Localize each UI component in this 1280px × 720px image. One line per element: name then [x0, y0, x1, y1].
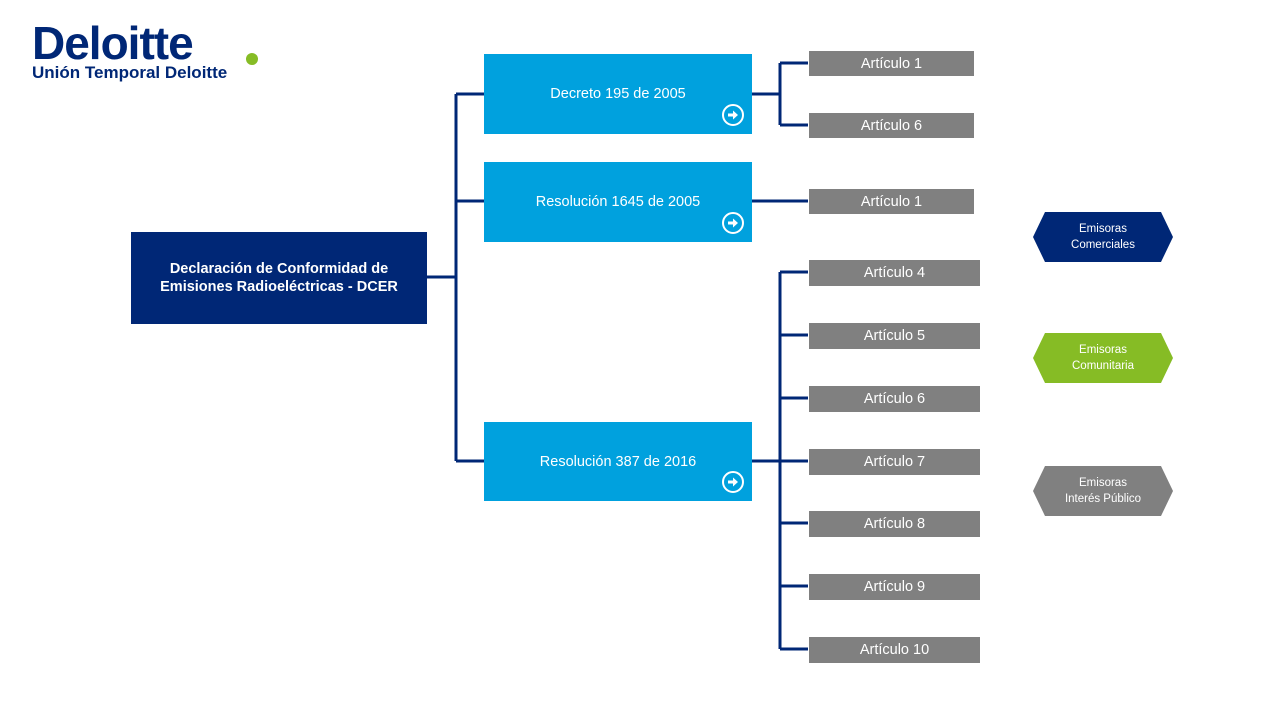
deloitte-logo: Deloitte Unión Temporal Deloitte — [32, 18, 272, 88]
article-node[interactable]: Artículo 1 — [809, 189, 974, 214]
article-label: Artículo 1 — [860, 55, 923, 72]
article-label: Artículo 1 — [860, 193, 923, 210]
article-node[interactable]: Artículo 8 — [809, 511, 980, 537]
regulation-label: Resolución 387 de 2016 — [539, 454, 697, 470]
article-label: Artículo 8 — [863, 516, 926, 532]
regulation-node-resolucion-1645[interactable]: Resolución 1645 de 2005 — [484, 162, 752, 242]
logo-green-dot — [246, 53, 258, 65]
logo-subtitle: Unión Temporal Deloitte — [32, 63, 228, 82]
article-node[interactable]: Artículo 6 — [809, 386, 980, 412]
article-node[interactable]: Artículo 7 — [809, 449, 980, 475]
legend-label-line1: Emisoras — [1079, 477, 1127, 489]
arrow-right-circle-icon[interactable] — [722, 212, 744, 234]
article-label: Artículo 10 — [859, 642, 930, 658]
regulation-node-decreto-195[interactable]: Decreto 195 de 2005 — [484, 54, 752, 134]
article-node[interactable]: Artículo 9 — [809, 574, 980, 600]
arrow-right-circle-icon[interactable] — [722, 104, 744, 126]
article-label: Artículo 6 — [860, 117, 923, 134]
root-node-dcer: Declaración de Conformidad de Emisiones … — [131, 232, 427, 324]
legend-label-line2: Interés Público — [1064, 493, 1142, 505]
legend-label-line2: Comerciales — [1071, 239, 1135, 251]
arrow-right-circle-icon[interactable] — [722, 471, 744, 493]
article-node[interactable]: Artículo 1 — [809, 51, 974, 76]
article-node[interactable]: Artículo 4 — [809, 260, 980, 286]
article-label: Artículo 5 — [863, 328, 926, 344]
regulation-node-resolucion-387[interactable]: Resolución 387 de 2016 — [484, 422, 752, 501]
logo-wordmark: Deloitte — [32, 17, 194, 69]
article-node[interactable]: Artículo 10 — [809, 637, 980, 663]
article-node[interactable]: Artículo 6 — [809, 113, 974, 138]
article-label: Artículo 4 — [863, 265, 926, 281]
legend-label-line1: Emisoras — [1079, 344, 1127, 356]
article-label: Artículo 6 — [863, 391, 926, 407]
article-label: Artículo 7 — [863, 454, 926, 470]
regulation-label: Resolución 1645 de 2005 — [535, 194, 701, 210]
article-label: Artículo 9 — [863, 579, 926, 595]
legend-label-line1: Emisoras — [1079, 223, 1127, 235]
article-node[interactable]: Artículo 5 — [809, 323, 980, 349]
root-node-label: Declaración de Conformidad de Emisiones … — [160, 261, 398, 295]
regulation-label: Decreto 195 de 2005 — [550, 86, 686, 102]
legend-label-line2: Comunitaria — [1072, 360, 1134, 372]
